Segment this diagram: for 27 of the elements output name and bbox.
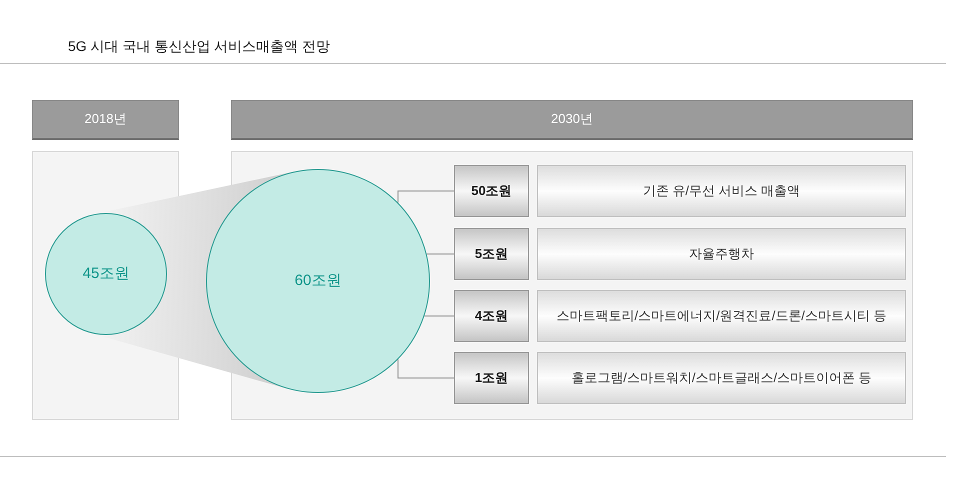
category-box <box>537 352 906 404</box>
year-label: 2030년 <box>551 111 593 128</box>
description-text: 스마트팩토리/스마트에너지/원격진료/드론/스마트시티 등 <box>556 308 887 324</box>
year-label: 2018년 <box>84 111 126 128</box>
amount-label: 4조원 <box>474 308 508 324</box>
title: 5G 시대 국내 통신산업 서비스매출액 전망 <box>68 38 330 56</box>
description-text: 홀로그램/스마트워치/스마트글래스/스마트이어폰 등 <box>571 370 872 386</box>
description-text: 자율주행차 <box>689 246 754 262</box>
connector-line <box>398 190 454 204</box>
value-box <box>454 165 529 217</box>
value-box <box>454 228 529 280</box>
circle <box>206 169 430 393</box>
value-box <box>454 352 529 404</box>
amount-label: 50조원 <box>471 182 512 200</box>
header-bar <box>231 100 913 140</box>
amount-label: 5조원 <box>474 246 508 262</box>
amount-label: 1조원 <box>474 370 508 386</box>
category-box <box>537 290 906 342</box>
connector-line <box>398 358 454 378</box>
header-bar <box>32 100 179 140</box>
category-box <box>537 228 906 280</box>
circle <box>45 213 167 335</box>
amount-label: 45조원 <box>82 264 130 284</box>
value-box <box>454 290 529 342</box>
description-text: 기존 유/무선 서비스 매출액 <box>642 182 800 200</box>
amount-label: 60조원 <box>294 271 342 291</box>
category-box <box>537 165 906 217</box>
